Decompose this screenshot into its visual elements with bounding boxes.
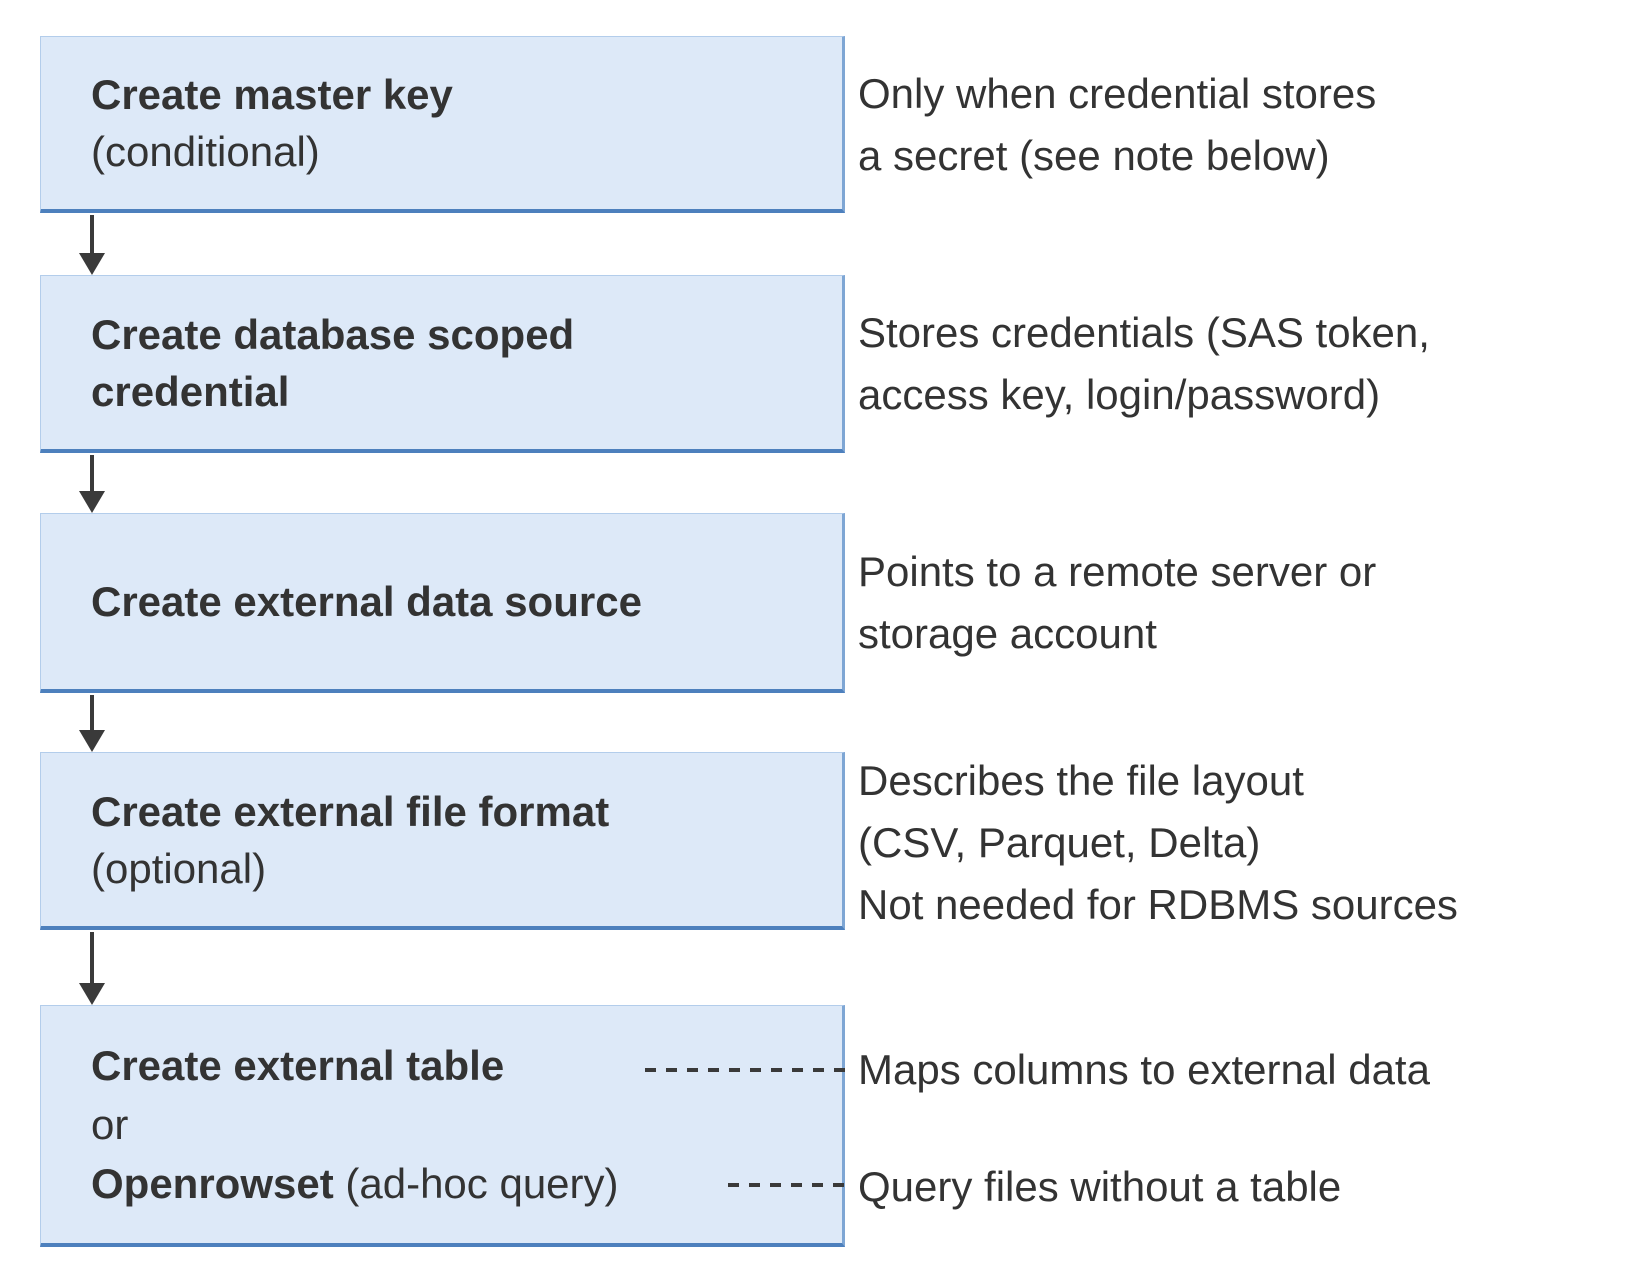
- note-maps-columns: Maps columns to external data: [858, 1046, 1430, 1093]
- option-label: Openrowset: [91, 1160, 334, 1207]
- down-arrow-icon: [79, 455, 105, 513]
- flow-box-create-database-scoped-credential: Create database scoped credential: [40, 275, 845, 453]
- flow-box-create-master-key: Create master key (conditional): [40, 36, 845, 213]
- flow-box-create-external-data-source: Create external data source: [40, 513, 845, 693]
- flow-box-qualifier: (conditional): [91, 128, 320, 175]
- arrow-stem: [90, 695, 94, 730]
- arrow-head: [79, 730, 105, 752]
- note-create-external-file-format: Describes the file layout (CSV, Parquet,…: [858, 757, 1458, 928]
- option-connector-word: or: [91, 1101, 129, 1148]
- dashed-connector-external-table: [645, 1068, 853, 1072]
- arrow-stem: [90, 932, 94, 983]
- arrow-head: [79, 491, 105, 513]
- down-arrow-icon: [79, 215, 105, 275]
- note-create-master-key: Only when credential stores a secret (se…: [858, 70, 1377, 179]
- flow-box-create-external-table-or-openrowset: Create external table or Openrowset (ad-…: [40, 1005, 845, 1247]
- note-create-external-data-source: Points to a remote server or storage acc…: [858, 548, 1377, 657]
- flow-box-title: Create database scoped credential: [91, 310, 575, 415]
- flow-box-qualifier: (optional): [91, 844, 267, 892]
- flow-box-title: Create external file format: [91, 787, 610, 835]
- down-arrow-icon: [79, 695, 105, 752]
- option-create-external-table: Create external table: [91, 1036, 842, 1095]
- option-openrowset: Openrowset (ad-hoc query): [91, 1154, 842, 1213]
- down-arrow-icon: [79, 932, 105, 1005]
- arrow-stem: [90, 455, 94, 491]
- arrow-head: [79, 253, 105, 275]
- option-label-suffix: (ad-hoc query): [333, 1160, 619, 1207]
- arrow-stem: [90, 215, 94, 253]
- note-create-database-scoped-credential: Stores credentials (SAS token, access ke…: [858, 309, 1430, 418]
- note-query-files: Query files without a table: [858, 1163, 1342, 1210]
- flow-box-create-external-file-format: Create external file format (optional): [40, 752, 845, 930]
- flow-box-title: Create external data source: [91, 578, 642, 625]
- arrow-head: [79, 983, 105, 1005]
- option-label: Create external table: [91, 1042, 505, 1089]
- flow-box-title: Create master key: [91, 71, 453, 118]
- dashed-connector-openrowset: [728, 1183, 853, 1187]
